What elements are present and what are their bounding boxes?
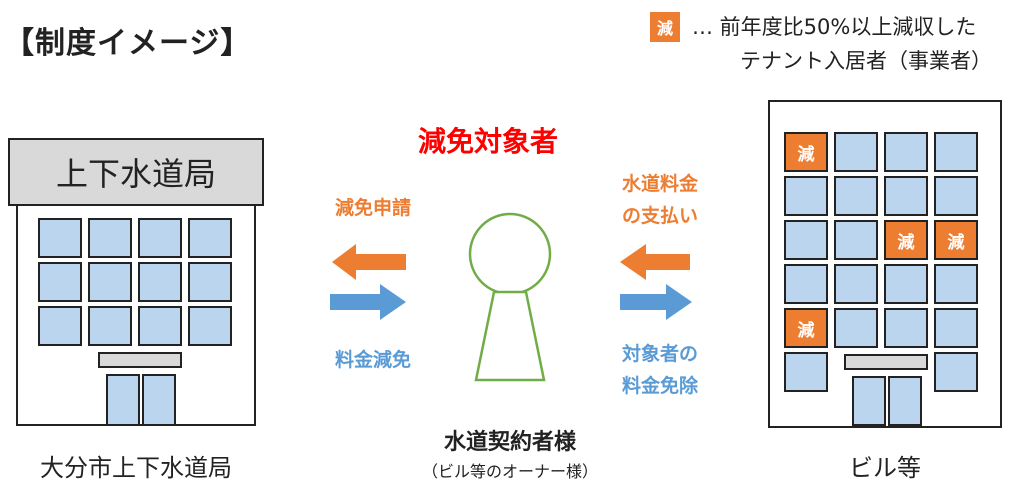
window <box>88 218 132 258</box>
window <box>884 308 928 348</box>
person-name: 水道契約者様 <box>443 430 576 455</box>
tenant-building: 減 減 減 減 <box>768 100 1002 428</box>
label-exemption-application: 減免申請 <box>334 197 411 219</box>
window-reduced: 減 <box>784 132 828 172</box>
window <box>834 264 878 304</box>
window <box>834 308 878 348</box>
page-title: 【制度イメージ】 <box>4 26 252 61</box>
window <box>934 176 978 216</box>
window <box>38 262 82 302</box>
door <box>888 376 922 426</box>
window <box>884 132 928 172</box>
window <box>188 218 232 258</box>
window <box>138 306 182 346</box>
window-reduced: 減 <box>884 220 928 260</box>
window-reduced: 減 <box>784 308 828 348</box>
window <box>934 264 978 304</box>
window <box>884 176 928 216</box>
window <box>784 352 828 392</box>
window <box>38 306 82 346</box>
legend-text: … 前年度比50%以上減収した テナント入居者（事業者） <box>692 10 992 78</box>
window <box>834 220 878 260</box>
arrow-left-orange <box>332 244 406 280</box>
window <box>188 262 232 302</box>
legend-line-2: テナント入居者（事業者） <box>740 49 992 73</box>
label-water-payment-line-1: 水道料金 <box>621 173 698 195</box>
window <box>934 308 978 348</box>
window <box>88 306 132 346</box>
person-subtitle: （ビル等のオーナー様） <box>421 462 598 481</box>
door <box>852 376 886 426</box>
label-water-payment-line-2: の支払い <box>621 205 698 227</box>
arrow-right-blue <box>330 284 406 320</box>
person-body <box>474 290 546 382</box>
tenant-building-caption: ビル等 <box>849 454 921 482</box>
window <box>784 264 828 304</box>
window <box>784 176 828 216</box>
exemption-target-heading: 減免対象者 <box>418 125 559 158</box>
door <box>142 374 176 426</box>
window <box>784 220 828 260</box>
door <box>106 374 140 426</box>
window <box>88 262 132 302</box>
window <box>934 352 978 392</box>
arrow-left-orange-right-side <box>620 244 690 280</box>
window <box>38 218 82 258</box>
window-reduced: 減 <box>934 220 978 260</box>
label-water-payment: 水道料金 の支払い <box>600 168 720 232</box>
label-target-exemption-line-1: 対象者の <box>621 343 698 365</box>
window <box>834 132 878 172</box>
window <box>138 218 182 258</box>
entrance-canopy <box>844 354 928 370</box>
window <box>138 262 182 302</box>
window <box>934 132 978 172</box>
water-bureau-caption: 大分市上下水道局 <box>40 454 232 482</box>
legend-line-1: … 前年度比50%以上減収した <box>692 15 977 39</box>
water-bureau-building <box>16 204 256 426</box>
label-fee-reduction: 料金減免 <box>334 349 411 371</box>
arrow-right-blue-right-side <box>620 284 692 320</box>
window <box>188 306 232 346</box>
label-target-exemption-line-2: 料金免除 <box>621 375 698 397</box>
window <box>884 264 928 304</box>
entrance-canopy <box>98 352 182 368</box>
legend-badge: 減 <box>650 12 680 42</box>
person-head <box>468 212 552 296</box>
label-target-exemption: 対象者の 料金免除 <box>600 338 720 402</box>
window <box>834 176 878 216</box>
